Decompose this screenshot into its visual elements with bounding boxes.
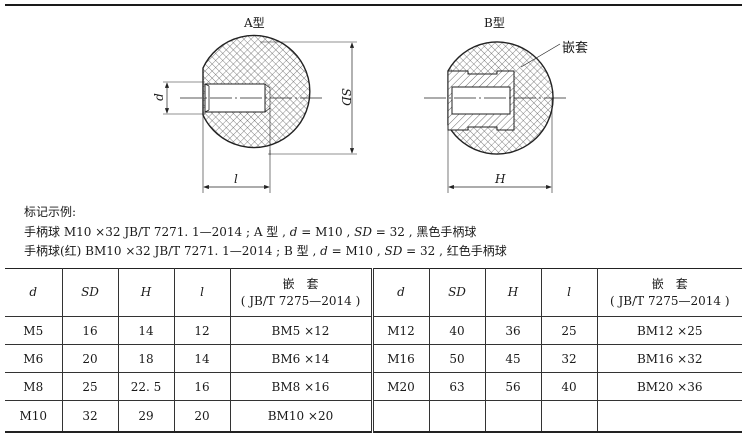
header-sd: SD bbox=[428, 268, 486, 317]
dim-l-label: l bbox=[234, 172, 238, 186]
header-h: H bbox=[117, 268, 175, 317]
type-b-title: B型 bbox=[484, 16, 505, 30]
table-row: M5 16 14 12 BM5 ×12 M12 40 36 25 BM12 ×2… bbox=[5, 316, 742, 345]
marking-example-1: 手柄球 M10 ×32 JB/T 7271. 1—2014 ; A 型 , d … bbox=[24, 224, 477, 239]
handle-ball-drawings bbox=[163, 34, 568, 193]
type-a-drawing bbox=[163, 34, 357, 193]
table-header-row: d SD H l 嵌 套( JB/T 7275—2014 ) d SD H l … bbox=[5, 268, 742, 317]
header-l: l bbox=[173, 268, 231, 317]
type-a-title: A型 bbox=[244, 16, 265, 30]
header-insert: 嵌 套( JB/T 7275—2014 ) bbox=[229, 268, 374, 317]
header-d: d bbox=[371, 268, 430, 317]
marking-heading: 标记示例: bbox=[24, 205, 77, 219]
marking-example-2: 手柄球(红) BM10 ×32 JB/T 7271. 1—2014 ; B 型 … bbox=[24, 244, 507, 258]
table-row: M8 25 22. 5 16 BM8 ×16 M20 63 56 40 BM20… bbox=[5, 372, 742, 401]
dim-d-label: d bbox=[151, 93, 166, 101]
header-insert: 嵌 套( JB/T 7275—2014 ) bbox=[596, 268, 742, 317]
insert-callout-label: 嵌套 bbox=[562, 41, 589, 56]
top-rule bbox=[5, 4, 742, 6]
type-b-drawing bbox=[424, 41, 568, 193]
header-h: H bbox=[484, 268, 542, 317]
header-sd: SD bbox=[61, 268, 119, 317]
dim-sd-label: SD bbox=[338, 88, 353, 106]
header-d: d bbox=[5, 268, 63, 317]
table-row: M6 20 18 14 BM6 ×14 M16 50 45 32 BM16 ×3… bbox=[5, 344, 742, 373]
marking-examples: 标记示例: 手柄球 M10 ×32 JB/T 7271. 1—2014 ; A … bbox=[24, 203, 507, 262]
table-row: M10 32 29 20 BM10 ×20 bbox=[5, 400, 742, 433]
header-l: l bbox=[540, 268, 598, 317]
dimension-table: d SD H l 嵌 套( JB/T 7275—2014 ) d SD H l … bbox=[5, 268, 742, 433]
dim-h-label: H bbox=[495, 172, 506, 186]
